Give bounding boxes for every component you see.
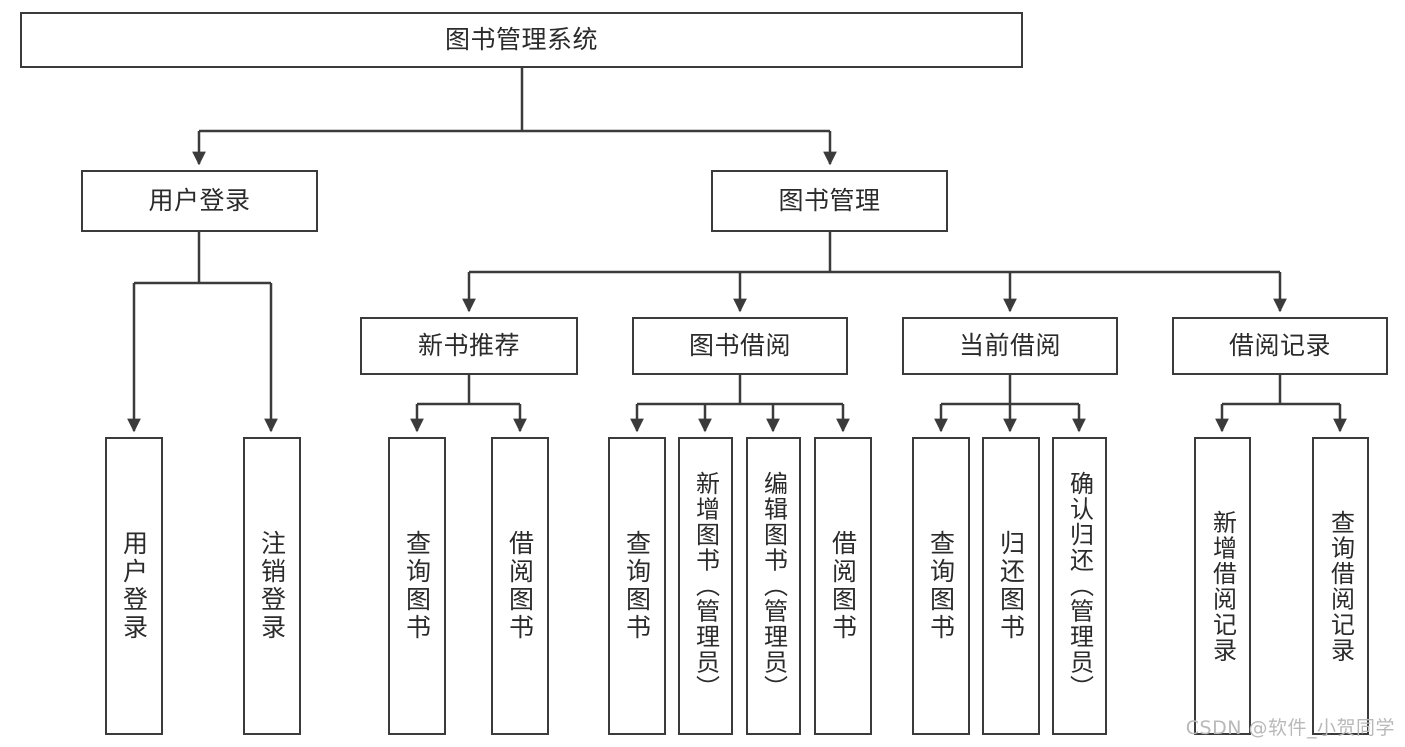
leaf-borrow-add-book-admin-label: 新增图书（管理员）	[691, 471, 720, 701]
leaf-recommend-borrow-book-label: 借阅图书	[505, 530, 535, 642]
leaf-user-login-signout-label: 注销登录	[257, 530, 287, 642]
leaf-current-confirm-return-admin-label: 确认归还（管理员）	[1065, 471, 1094, 701]
node-book-borrow[interactable]: 图书借阅	[632, 317, 848, 375]
leaf-borrow-edit-book-admin[interactable]: 编辑图书（管理员）	[746, 437, 801, 735]
node-borrow-record-label: 借阅记录	[1228, 331, 1331, 360]
leaf-borrow-borrow-book-label: 借阅图书	[828, 530, 858, 642]
leaf-borrow-edit-book-admin-label: 编辑图书（管理员）	[759, 471, 788, 701]
node-user-login-label: 用户登录	[148, 186, 251, 215]
node-root[interactable]: 图书管理系统	[20, 12, 1023, 68]
leaf-current-query-book-label: 查询图书	[926, 530, 956, 642]
node-root-label: 图书管理系统	[444, 25, 598, 54]
leaf-borrow-borrow-book[interactable]: 借阅图书	[814, 437, 872, 735]
leaf-record-add-record[interactable]: 新增借阅记录	[1194, 437, 1251, 735]
leaf-borrow-add-book-admin[interactable]: 新增图书（管理员）	[678, 437, 733, 735]
leaf-recommend-borrow-book[interactable]: 借阅图书	[491, 437, 549, 735]
leaf-current-return-book-label: 归还图书	[996, 530, 1026, 642]
leaf-user-login-signin[interactable]: 用户登录	[105, 437, 163, 735]
leaf-recommend-query-book[interactable]: 查询图书	[388, 437, 446, 735]
leaf-user-login-signout[interactable]: 注销登录	[243, 437, 301, 735]
leaf-current-query-book[interactable]: 查询图书	[912, 437, 970, 735]
leaf-recommend-query-book-label: 查询图书	[402, 530, 432, 642]
node-borrow-record[interactable]: 借阅记录	[1172, 317, 1388, 375]
leaf-borrow-query-book[interactable]: 查询图书	[608, 437, 666, 735]
node-current-borrow[interactable]: 当前借阅	[902, 317, 1118, 375]
node-book-borrow-label: 图书借阅	[688, 331, 791, 360]
leaf-current-return-book[interactable]: 归还图书	[982, 437, 1040, 735]
leaf-record-add-record-label: 新增借阅记录	[1208, 509, 1237, 663]
node-new-book-recommend-label: 新书推荐	[417, 331, 520, 360]
node-book-management[interactable]: 图书管理	[711, 170, 948, 232]
leaf-borrow-query-book-label: 查询图书	[622, 530, 652, 642]
leaf-current-confirm-return-admin[interactable]: 确认归还（管理员）	[1052, 437, 1107, 735]
node-book-management-label: 图书管理	[778, 186, 881, 215]
node-current-borrow-label: 当前借阅	[958, 331, 1061, 360]
node-new-book-recommend[interactable]: 新书推荐	[360, 317, 578, 375]
leaf-user-login-signin-label: 用户登录	[119, 530, 149, 642]
leaf-record-query-record[interactable]: 查询借阅记录	[1312, 437, 1369, 735]
leaf-record-query-record-label: 查询借阅记录	[1326, 509, 1355, 663]
node-user-login[interactable]: 用户登录	[81, 170, 318, 232]
